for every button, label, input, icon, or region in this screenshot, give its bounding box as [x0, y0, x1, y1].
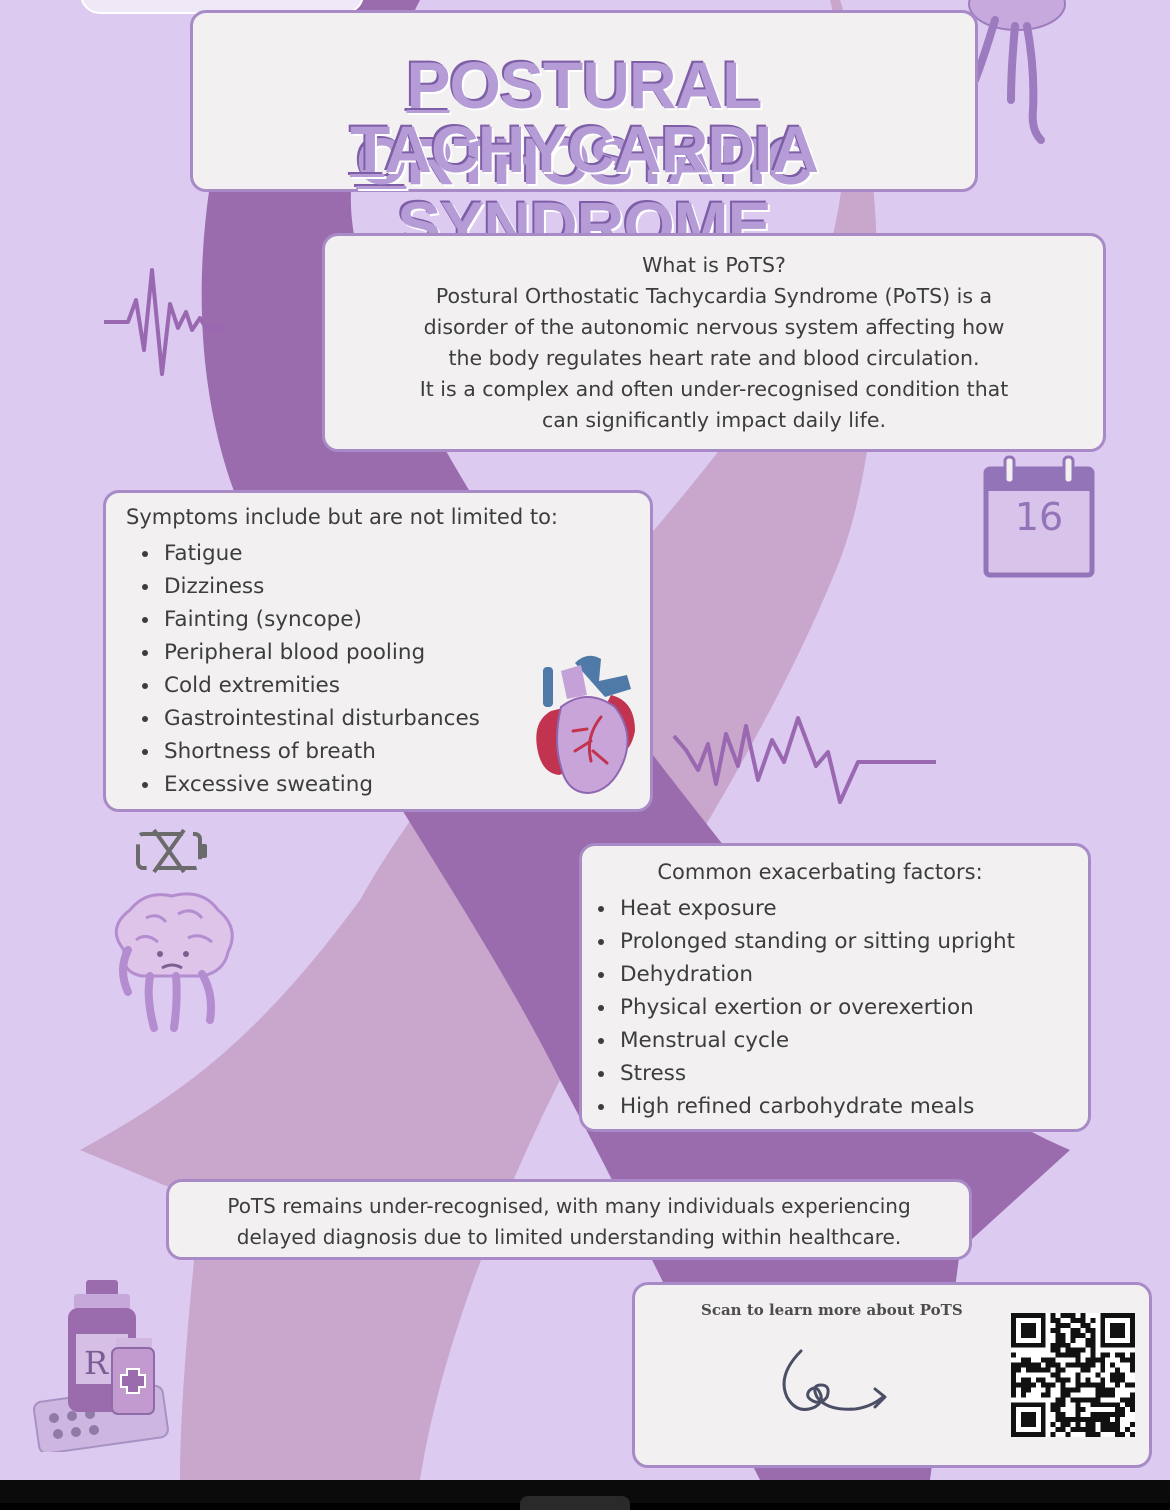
list-item: Shortness of breath	[140, 735, 480, 768]
note-line: delayed diagnosis due to limited underst…	[236, 1225, 902, 1249]
list-item: Dehydration	[596, 958, 1015, 991]
title-text: RTHOSTATIC	[406, 124, 812, 198]
what-is-heading: What is PoTS?	[642, 253, 786, 277]
list-item: Heat exposure	[596, 892, 1015, 925]
what-is-line: can significantly impact daily life.	[542, 408, 886, 432]
under-recognised-note-card: PoTS remains under-recognised, with many…	[166, 1179, 972, 1260]
scan-label: Scan to learn more about PoTS	[701, 1301, 963, 1319]
empty-battery-icon	[136, 828, 207, 874]
list-item: Peripheral blood pooling	[140, 636, 480, 669]
title-text: ACHYCARDIA	[384, 112, 819, 186]
symptoms-list: Fatigue Dizziness Fainting (syncope) Per…	[140, 537, 480, 801]
calendar-icon: 16	[983, 455, 1095, 579]
list-item: Cold extremities	[140, 669, 480, 702]
sad-brain-icon	[114, 892, 234, 1032]
title-line-1: POSTURAL ORTHOSTATIC	[193, 47, 975, 199]
factors-heading: Common exacerbating factors:	[657, 860, 983, 884]
factors-list: Heat exposure Prolonged standing or sitt…	[596, 892, 1015, 1123]
medicine-bottle-icon: R	[33, 1280, 169, 1452]
exacerbating-factors-card: Common exacerbating factors: Heat exposu…	[579, 843, 1091, 1132]
qr-code-icon[interactable]	[1011, 1313, 1135, 1437]
list-item: Excessive sweating	[140, 768, 480, 801]
what-is-pots-card: What is PoTS? Postural Orthostatic Tachy…	[322, 233, 1106, 452]
list-item: Physical exertion or overexertion	[596, 991, 1015, 1024]
heartbeat-line-icon	[104, 268, 226, 376]
heart-arrow-doodle-icon	[782, 1349, 887, 1411]
symptoms-heading: Symptoms include but are not limited to:	[126, 505, 558, 529]
list-item: Menstrual cycle	[596, 1024, 1015, 1057]
what-is-pots-text: What is PoTS? Postural Orthostatic Tachy…	[325, 250, 1103, 436]
heartbeat-line-icon	[672, 716, 936, 804]
svg-text:R: R	[84, 1344, 109, 1382]
title-initial: P	[406, 48, 450, 122]
list-item: Gastrointestinal disturbances	[140, 702, 480, 735]
symptoms-card: Symptoms include but are not limited to:…	[103, 490, 653, 812]
list-item: Stress	[596, 1057, 1015, 1090]
list-item: High refined carbohydrate meals	[596, 1090, 1015, 1123]
title-initial: T	[349, 112, 385, 186]
what-is-line: the body regulates heart rate and blood …	[448, 346, 980, 370]
scan-qr-card: Scan to learn more about PoTS	[632, 1282, 1152, 1468]
what-is-line: disorder of the autonomic nervous system…	[423, 315, 1005, 339]
list-item: Fainting (syncope)	[140, 603, 480, 636]
brain-character-icon	[956, 0, 1066, 144]
title-card: POSTURAL ORTHOSTATIC TACHYCARDIA SYNDROM…	[190, 10, 978, 262]
title-text: OSTURAL	[449, 48, 763, 122]
what-is-line: It is a complex and often under-recognis…	[419, 377, 1009, 401]
bottom-tab-decoration	[520, 1496, 630, 1510]
note-line: PoTS remains under-recognised, with many…	[227, 1194, 911, 1218]
list-item: Prolonged standing or sitting upright	[596, 925, 1015, 958]
what-is-line: Postural Orthostatic Tachycardia Syndrom…	[435, 284, 993, 308]
list-item: Dizziness	[140, 570, 480, 603]
anatomical-heart-icon	[536, 655, 635, 795]
bottom-bar	[0, 1480, 1170, 1510]
calendar-day: 16	[1014, 495, 1064, 539]
title-initial: O	[356, 124, 407, 198]
list-item: Fatigue	[140, 537, 480, 570]
